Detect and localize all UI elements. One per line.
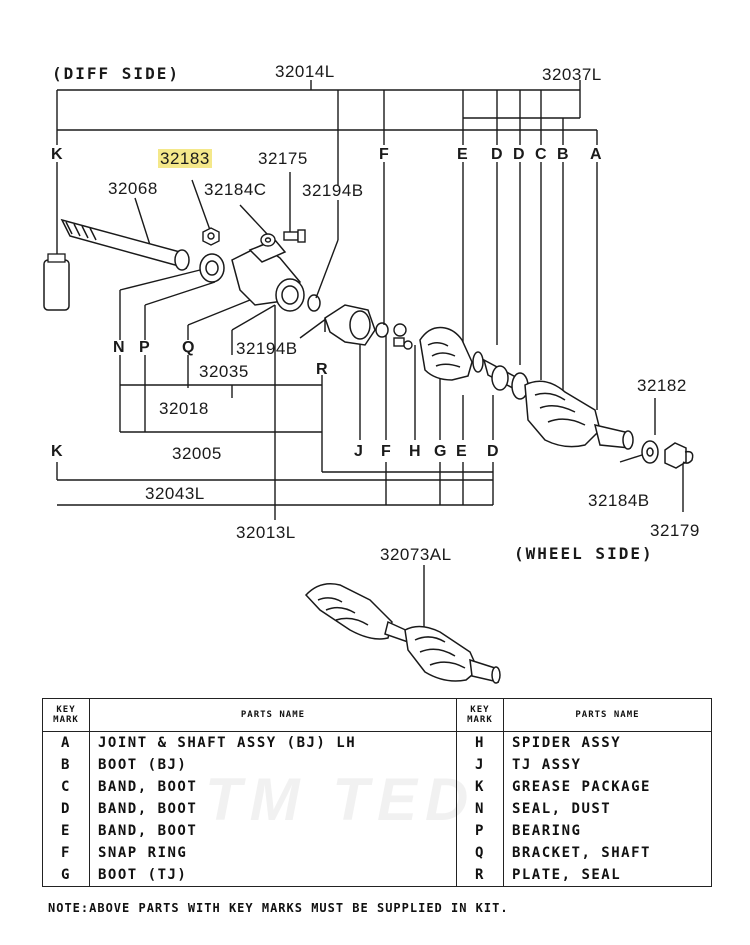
drive-shaft-assembly-icon	[304, 583, 501, 684]
part-number-32035: 32035	[199, 362, 249, 381]
table-row: D BAND, BOOT N SEAL, DUST	[42, 798, 713, 820]
part-number-32184c: 32184C	[204, 180, 267, 199]
nut-icon	[664, 442, 687, 469]
table-row: G BOOT (TJ) R PLATE, SEAL	[42, 864, 713, 887]
key-mark-d-top-2: D	[513, 146, 525, 163]
part-number-32005: 32005	[172, 444, 222, 463]
kit-note: NOTE:ABOVE PARTS WITH KEY MARKS MUST BE …	[48, 901, 509, 915]
key-cell: H	[455, 731, 504, 754]
diff-side-label: (DIFF SIDE)	[52, 64, 180, 83]
key-mark-g-bottom: G	[434, 443, 447, 460]
key-mark-q: Q	[182, 339, 195, 356]
tj-assembly-icon	[324, 304, 376, 346]
key-mark-n: N	[113, 339, 125, 356]
key-mark-d-top-1: D	[491, 146, 503, 163]
grease-package-icon	[43, 253, 70, 311]
key-cell: F	[42, 842, 90, 864]
part-name-cell: BRACKET, SHAFT	[502, 842, 713, 864]
part-name-cell: BOOT (BJ)	[89, 754, 457, 776]
key-mark-e-top: E	[457, 146, 468, 163]
spider-assembly-icon	[393, 323, 413, 350]
key-mark-header-right: KEY MARK	[455, 698, 504, 732]
part-number-32182: 32182	[637, 376, 687, 395]
key-mark-h-bottom: H	[409, 443, 421, 460]
part-number-32073al: 32073AL	[380, 545, 452, 564]
table-header-row: KEY MARK PARTS NAME KEY MARK PARTS NAME	[42, 698, 713, 732]
part-number-32179: 32179	[650, 521, 700, 540]
part-number-32018: 32018	[159, 399, 209, 418]
key-cell: N	[455, 798, 504, 820]
key-mark-k-top: K	[51, 146, 63, 163]
table-row: E BAND, BOOT P BEARING	[42, 820, 713, 842]
part-number-32184b: 32184B	[588, 491, 650, 510]
part-number-32068: 32068	[108, 179, 158, 198]
bj-joint-shaft-icon	[482, 358, 634, 450]
table-row: F SNAP RING Q BRACKET, SHAFT	[42, 842, 713, 864]
key-mark-j-bottom: J	[354, 443, 363, 460]
part-name-cell: BOOT (TJ)	[89, 864, 457, 887]
part-name-cell: JOINT & SHAFT ASSY (BJ) LH	[89, 731, 457, 754]
part-name-cell: SEAL, DUST	[502, 798, 713, 820]
part-name-cell: BAND, BOOT	[89, 820, 457, 842]
key-cell: Q	[455, 842, 504, 864]
snap-ring-icon	[307, 294, 321, 312]
key-mark-r: R	[316, 361, 328, 378]
key-cell: D	[42, 798, 90, 820]
key-cell: R	[455, 864, 504, 887]
part-number-32013l: 32013L	[236, 523, 296, 542]
table-row: B BOOT (BJ) J TJ ASSY	[42, 754, 713, 776]
key-mark-b-top: B	[557, 146, 569, 163]
part-number-32014l: 32014L	[275, 62, 335, 81]
key-cell: J	[455, 754, 504, 776]
key-cell: K	[455, 776, 504, 798]
key-cell: C	[42, 776, 90, 798]
key-mark-d-bottom: D	[487, 443, 499, 460]
inner-shaft-icon	[60, 218, 190, 271]
key-mark-p: P	[139, 339, 150, 356]
key-mark-c-top: C	[535, 146, 547, 163]
part-number-32175: 32175	[258, 149, 308, 168]
parts-name-header-right: PARTS NAME	[502, 698, 713, 732]
part-number-32183-highlighted: 32183	[158, 149, 212, 168]
part-name-cell: PLATE, SEAL	[502, 864, 713, 887]
part-number-32037l: 32037L	[542, 65, 602, 84]
shaft-bracket-icon	[199, 239, 305, 312]
key-mark-a-top: A	[590, 146, 602, 163]
bolt-icon	[283, 229, 306, 243]
key-mark-e-bottom: E	[456, 443, 467, 460]
key-cell: G	[42, 864, 90, 887]
part-name-cell: GREASE PACKAGE	[502, 776, 713, 798]
table-row: C BAND, BOOT K GREASE PACKAGE	[42, 776, 713, 798]
part-name-cell: SPIDER ASSY	[502, 731, 713, 754]
part-name-cell: TJ ASSY	[502, 754, 713, 776]
part-number-32194b-mid: 32194B	[236, 339, 298, 358]
snap-ring-icon	[375, 322, 389, 338]
key-cell: P	[455, 820, 504, 842]
part-name-cell: BEARING	[502, 820, 713, 842]
key-mark-k-bottom: K	[51, 443, 63, 460]
key-cell: A	[42, 731, 90, 754]
tj-boot-icon	[419, 326, 484, 381]
parts-key-table: KEY MARK PARTS NAME KEY MARK PARTS NAME …	[42, 698, 713, 887]
wheel-side-label: (WHEEL SIDE)	[514, 544, 654, 563]
nut-icon	[202, 227, 220, 246]
key-mark-header-left: KEY MARK	[42, 698, 90, 732]
table-row: A JOINT & SHAFT ASSY (BJ) LH H SPIDER AS…	[42, 731, 713, 754]
part-name-cell: SNAP RING	[89, 842, 457, 864]
key-cell: B	[42, 754, 90, 776]
washer-icon	[260, 233, 276, 247]
key-cell: E	[42, 820, 90, 842]
split-pin-icon	[682, 450, 694, 464]
key-mark-f-bottom: F	[381, 443, 391, 460]
part-number-32043l: 32043L	[145, 484, 205, 503]
part-number-32194b-top: 32194B	[302, 181, 364, 200]
key-mark-f-top: F	[379, 146, 389, 163]
part-name-cell: BAND, BOOT	[89, 776, 457, 798]
part-name-cell: BAND, BOOT	[89, 798, 457, 820]
parts-name-header-left: PARTS NAME	[89, 698, 457, 732]
